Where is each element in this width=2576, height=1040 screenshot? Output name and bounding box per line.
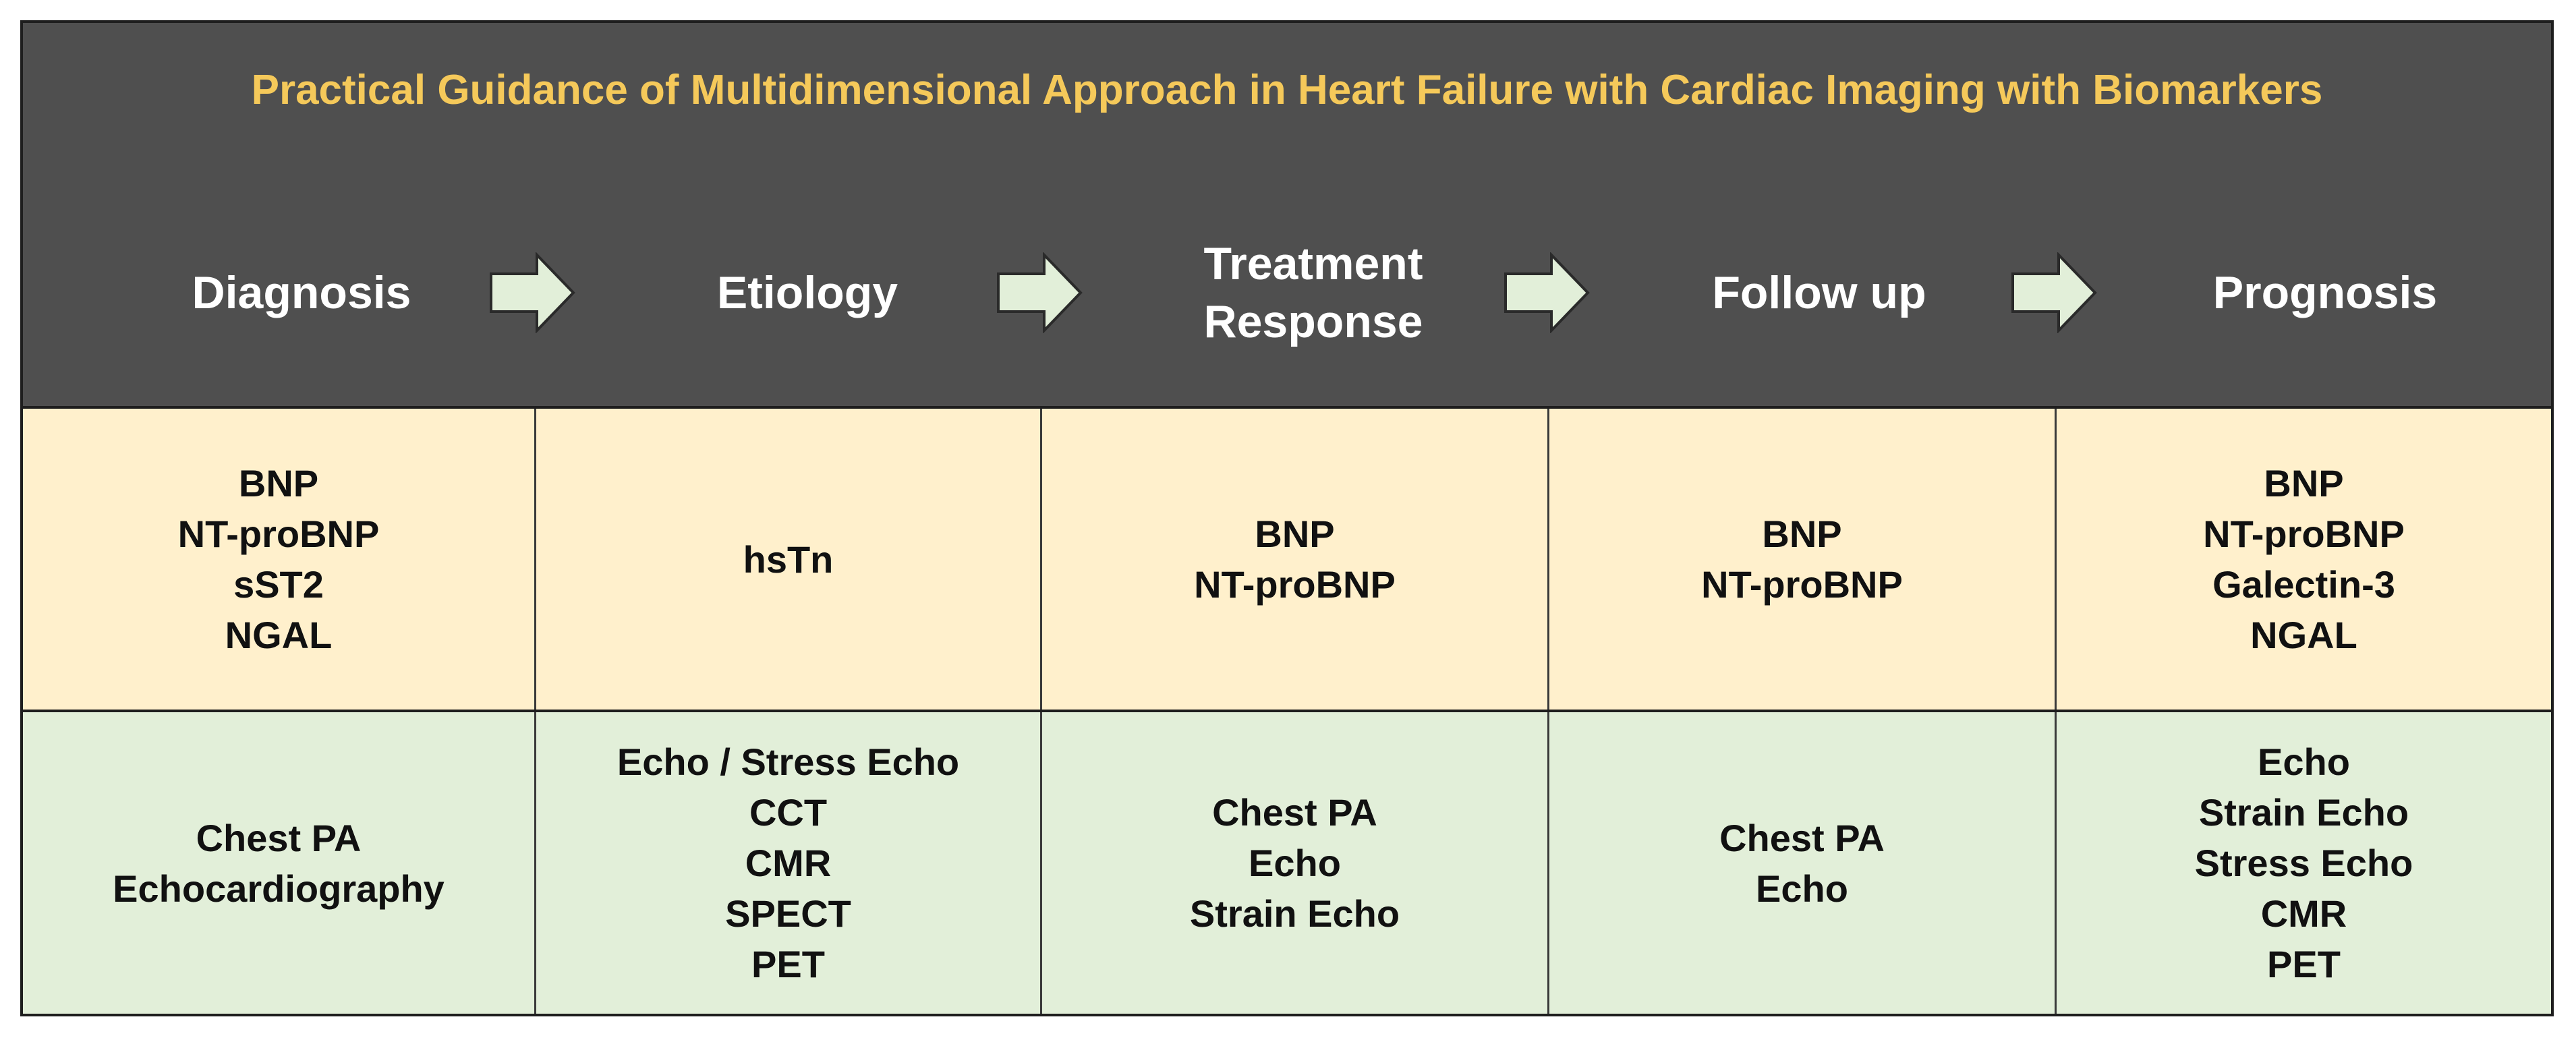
imaging-list: Chest PA Echocardiography <box>113 813 445 914</box>
stage-prognosis: Prognosis <box>2212 267 2438 318</box>
biomarker-cell-diagnosis: BNP NT-proBNP sST2 NGAL <box>23 409 534 710</box>
diagram-title: Practical Guidance of Multidimensional A… <box>251 67 2323 113</box>
biomarker-row: BNP NT-proBNP sST2 NGAL hsTn BNP NT-proB… <box>23 406 2551 710</box>
list-item: Stress Echo <box>2194 842 2413 884</box>
biomarker-cell-prognosis: BNP NT-proBNP Galectin-3 NGAL <box>2055 409 2551 710</box>
list-item: SPECT <box>725 892 851 935</box>
biomarker-list: BNP NT-proBNP sST2 NGAL <box>178 458 380 660</box>
right-block-arrow-icon <box>997 252 1083 333</box>
imaging-cell-prognosis: Echo Strain Echo Stress Echo CMR PET <box>2055 712 2551 1014</box>
list-item: BNP <box>1762 513 1842 555</box>
list-item: NGAL <box>225 614 333 656</box>
list-item: Chest PA <box>196 816 362 859</box>
right-block-arrow-icon <box>1504 252 1590 333</box>
biomarker-list: BNP NT-proBNP Galectin-3 NGAL <box>2203 458 2405 660</box>
list-item: hsTn <box>743 538 834 581</box>
list-item: CMR <box>2260 892 2347 935</box>
biomarker-list: BNP NT-proBNP <box>1194 509 1396 610</box>
list-item: Strain Echo <box>1189 892 1400 935</box>
right-block-arrow-icon <box>490 252 575 333</box>
list-item: NT-proBNP <box>1194 563 1396 606</box>
list-item: sST2 <box>233 563 324 606</box>
biomarker-list: hsTn <box>743 534 834 585</box>
list-item: NGAL <box>2250 614 2357 656</box>
imaging-row: Chest PA Echocardiography Echo / Stress … <box>23 710 2551 1014</box>
imaging-cell-diagnosis: Chest PA Echocardiography <box>23 712 534 1014</box>
list-item: BNP <box>1255 513 1335 555</box>
list-item: Chest PA <box>1212 791 1377 834</box>
biomarker-cell-etiology: hsTn <box>534 409 1040 710</box>
stage-diagnosis: Diagnosis <box>192 267 411 318</box>
list-item: Echo / Stress Echo <box>617 741 960 783</box>
imaging-list: Echo / Stress Echo CCT CMR SPECT PET <box>617 736 959 989</box>
list-item: Chest PA <box>1719 816 1885 859</box>
imaging-cell-etiology: Echo / Stress Echo CCT CMR SPECT PET <box>534 712 1040 1014</box>
right-block-arrow-icon <box>2011 252 2097 333</box>
imaging-list: Chest PA Echo <box>1719 813 1885 914</box>
list-item: NT-proBNP <box>177 513 380 555</box>
list-item: BNP <box>238 462 319 504</box>
list-item: Strain Echo <box>2198 791 2409 834</box>
biomarker-cell-treatment-response: BNP NT-proBNP <box>1040 409 1547 710</box>
imaging-list: Echo Strain Echo Stress Echo CMR PET <box>2195 736 2413 989</box>
list-item: BNP <box>2264 462 2344 504</box>
stage-treatment-response: Treatment Response <box>1203 238 1423 347</box>
list-item: Echo <box>1249 842 1341 884</box>
imaging-cell-follow-up: Chest PA Echo <box>1547 712 2055 1014</box>
list-item: Galectin-3 <box>2212 563 2395 606</box>
list-item: Echo <box>2258 741 2350 783</box>
biomarker-list: BNP NT-proBNP <box>1701 509 1903 610</box>
diagram-frame: Practical Guidance of Multidimensional A… <box>20 20 2554 1016</box>
list-item: Echo <box>1756 867 1848 910</box>
imaging-cell-treatment-response: Chest PA Echo Strain Echo <box>1040 712 1547 1014</box>
list-item: Echocardiography <box>113 867 445 910</box>
list-item: NT-proBNP <box>1701 563 1903 606</box>
header-panel: Practical Guidance of Multidimensional A… <box>23 23 2551 406</box>
list-item: NT-proBNP <box>2203 513 2405 555</box>
list-item: CMR <box>745 842 832 884</box>
stage-etiology: Etiology <box>716 267 898 318</box>
imaging-list: Chest PA Echo Strain Echo <box>1190 787 1400 939</box>
stage-follow-up: Follow up <box>1712 267 1926 318</box>
list-item: CCT <box>749 791 828 834</box>
list-item: PET <box>2267 943 2341 985</box>
list-item: PET <box>751 943 825 985</box>
biomarker-cell-follow-up: BNP NT-proBNP <box>1547 409 2055 710</box>
